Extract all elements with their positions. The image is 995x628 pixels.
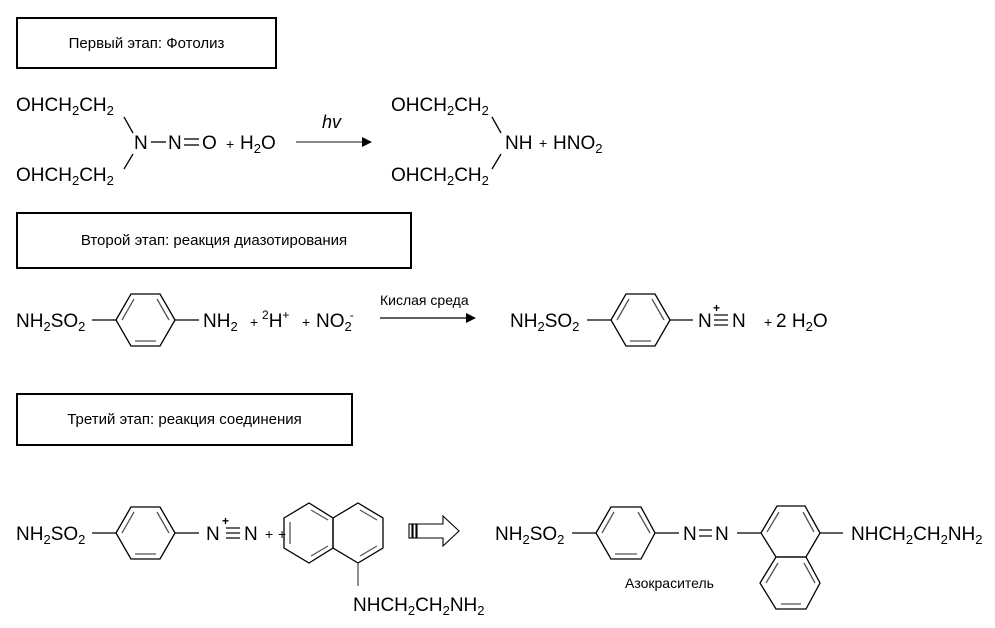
benzene-ring — [572, 506, 679, 560]
stage-3-title-box: Третий этап: реакция соединения — [16, 393, 353, 446]
plus-sign: + — [265, 526, 274, 542]
stage-1-title-box: Первый этап: Фотолиз — [16, 17, 277, 69]
sulfonamide-group: NH2SO2 — [16, 524, 86, 547]
azo-dye-label: Азокраситель — [625, 575, 714, 591]
stage-3-title: Третий этап: реакция соединения — [67, 411, 302, 428]
product-arm-bottom: OHCH2CH2 — [391, 165, 489, 188]
proton-formula: 2H+ — [262, 308, 290, 332]
diazo-charge: + — [222, 514, 230, 528]
sulfonamide-group: NH2SO2 — [16, 311, 86, 334]
bond-arm-top — [123, 116, 134, 134]
product-nh-group: NH — [505, 133, 533, 154]
diazo-n-atom: N — [244, 524, 258, 545]
bond-arm-bottom — [123, 153, 134, 170]
nitroso-n-atom: N — [168, 133, 182, 154]
hollow-arrow — [408, 514, 460, 548]
benzene-ring — [92, 293, 199, 347]
arrow-acidic — [380, 313, 476, 323]
azo-double-bond — [699, 529, 712, 537]
nitrous-acid-formula: HNO2 — [553, 133, 603, 156]
diazo-n-atom: N — [698, 311, 712, 332]
arrow-label-acidic: Кислая среда — [380, 292, 469, 308]
diazo-n-atom: N — [206, 524, 220, 545]
stage-2-title-box: Второй этап: реакция диазотирования — [16, 212, 412, 269]
azo-n-atom: N — [715, 524, 729, 545]
reactant-arm-top: OHCH2CH2 — [16, 95, 114, 118]
nitrite-formula: NO2- — [316, 308, 354, 334]
reactant-arm-bottom: OHCH2CH2 — [16, 165, 114, 188]
sulfonamide-group: NH2SO2 — [495, 524, 565, 547]
plus-sign: + — [226, 136, 235, 152]
plus-sign: + — [764, 314, 773, 330]
bond-arm-bottom — [491, 153, 502, 170]
arrow-hv — [296, 137, 372, 147]
naphthalene-ring — [283, 502, 384, 586]
amine-group: NH2 — [203, 311, 238, 334]
azo-n-atom: N — [683, 524, 697, 545]
diazo-charge: + — [713, 301, 721, 315]
plus-sign: + — [302, 314, 311, 330]
product-arm-top: OHCH2CH2 — [391, 95, 489, 118]
arrow-label-hv: hv — [322, 112, 342, 132]
nitroso-o-atom: O — [202, 133, 217, 154]
plus-sign: + — [250, 314, 259, 330]
aminoethylamino-group: NHCH2CH2NH2 — [851, 524, 983, 547]
aminoethylamino-group: NHCH2CH2NH2 — [353, 595, 485, 618]
reactant-n-atom: N — [134, 133, 148, 154]
benzene-ring — [92, 506, 199, 560]
stage-2-title: Второй этап: реакция диазотирования — [80, 232, 348, 249]
triple-bond — [714, 314, 728, 326]
water-formula: 2 H2O — [776, 311, 828, 334]
triple-bond — [226, 527, 240, 539]
naphthalene-ring — [737, 505, 843, 610]
plus-sign: + — [539, 135, 548, 151]
diazo-n-atom: N — [732, 311, 746, 332]
sulfonamide-group: NH2SO2 — [510, 311, 580, 334]
bond-arm-top — [491, 116, 502, 134]
stage-1-title: Первый этап: Фотолиз — [68, 34, 225, 52]
water-formula: H2O — [240, 133, 276, 156]
benzene-ring — [587, 293, 693, 347]
plus-sign: + — [278, 526, 287, 542]
